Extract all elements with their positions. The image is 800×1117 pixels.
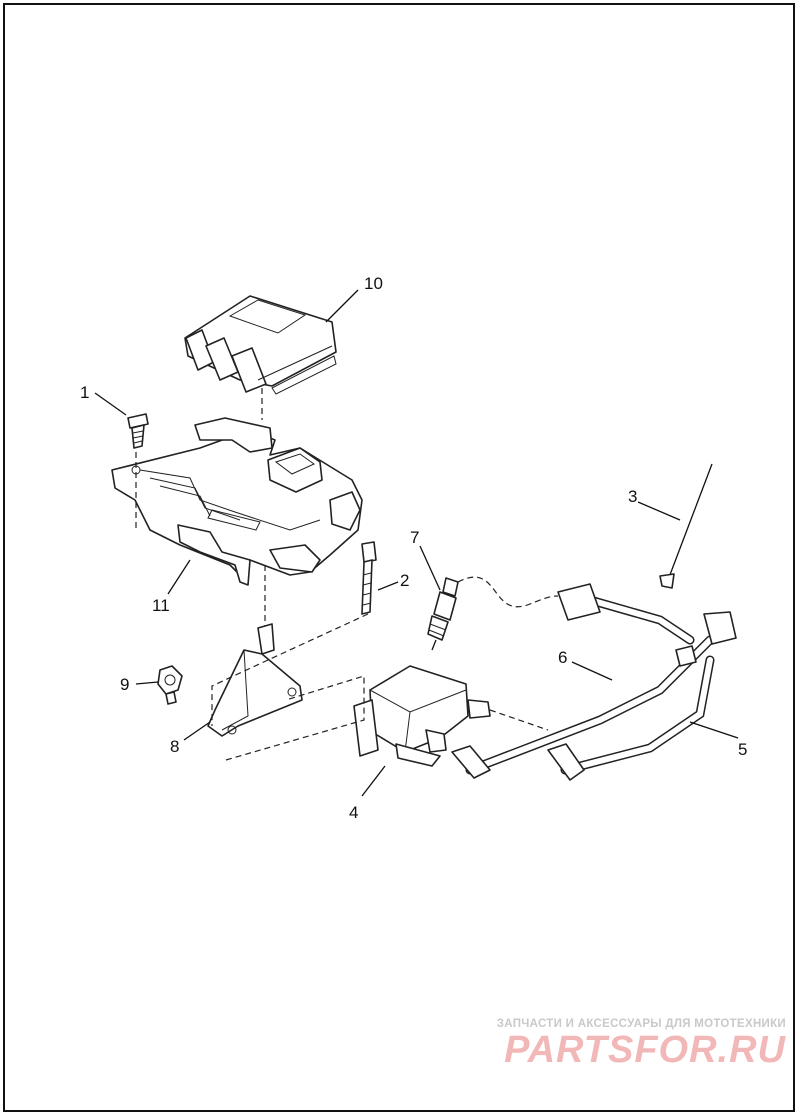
cable-tie-part-3 <box>659 463 713 589</box>
watermark-tagline: ЗАПЧАСТИ И АКСЕССУАРЫ ДЛЯ МОТОТЕХНИКИ <box>496 1018 786 1030</box>
callout-3: 3 <box>628 487 637 506</box>
spark-plug-wires <box>451 583 737 781</box>
bracket-part-8 <box>207 623 303 737</box>
callout-1: 1 <box>80 383 89 402</box>
callout-4: 4 <box>349 803 358 822</box>
diagram-frame <box>3 3 795 1112</box>
mounting-tray <box>111 417 363 586</box>
watermark-logo: PARTSFOR.RU <box>504 1029 786 1071</box>
callout-10: 10 <box>364 274 383 293</box>
screw-part-1 <box>127 413 149 449</box>
callout-9: 9 <box>120 675 129 694</box>
callout-5: 5 <box>738 740 747 759</box>
ignition-coil-part-4 <box>353 665 491 767</box>
watermark: ЗАПЧАСТИ И АКСЕССУАРЫ ДЛЯ МОТОТЕХНИКИ PA… <box>497 1018 786 1070</box>
spark-plug-part-7 <box>427 577 459 651</box>
clip-part-9 <box>157 665 183 705</box>
ecm-module <box>184 295 337 395</box>
callout-6: 6 <box>558 648 567 667</box>
bolt-part-2 <box>361 541 377 615</box>
callout-11: 11 <box>152 596 170 615</box>
leader-lines <box>94 289 739 797</box>
callout-7: 7 <box>410 528 419 547</box>
assembly-guide-lines <box>135 388 559 761</box>
callout-8: 8 <box>170 737 179 756</box>
callout-2: 2 <box>400 571 409 590</box>
